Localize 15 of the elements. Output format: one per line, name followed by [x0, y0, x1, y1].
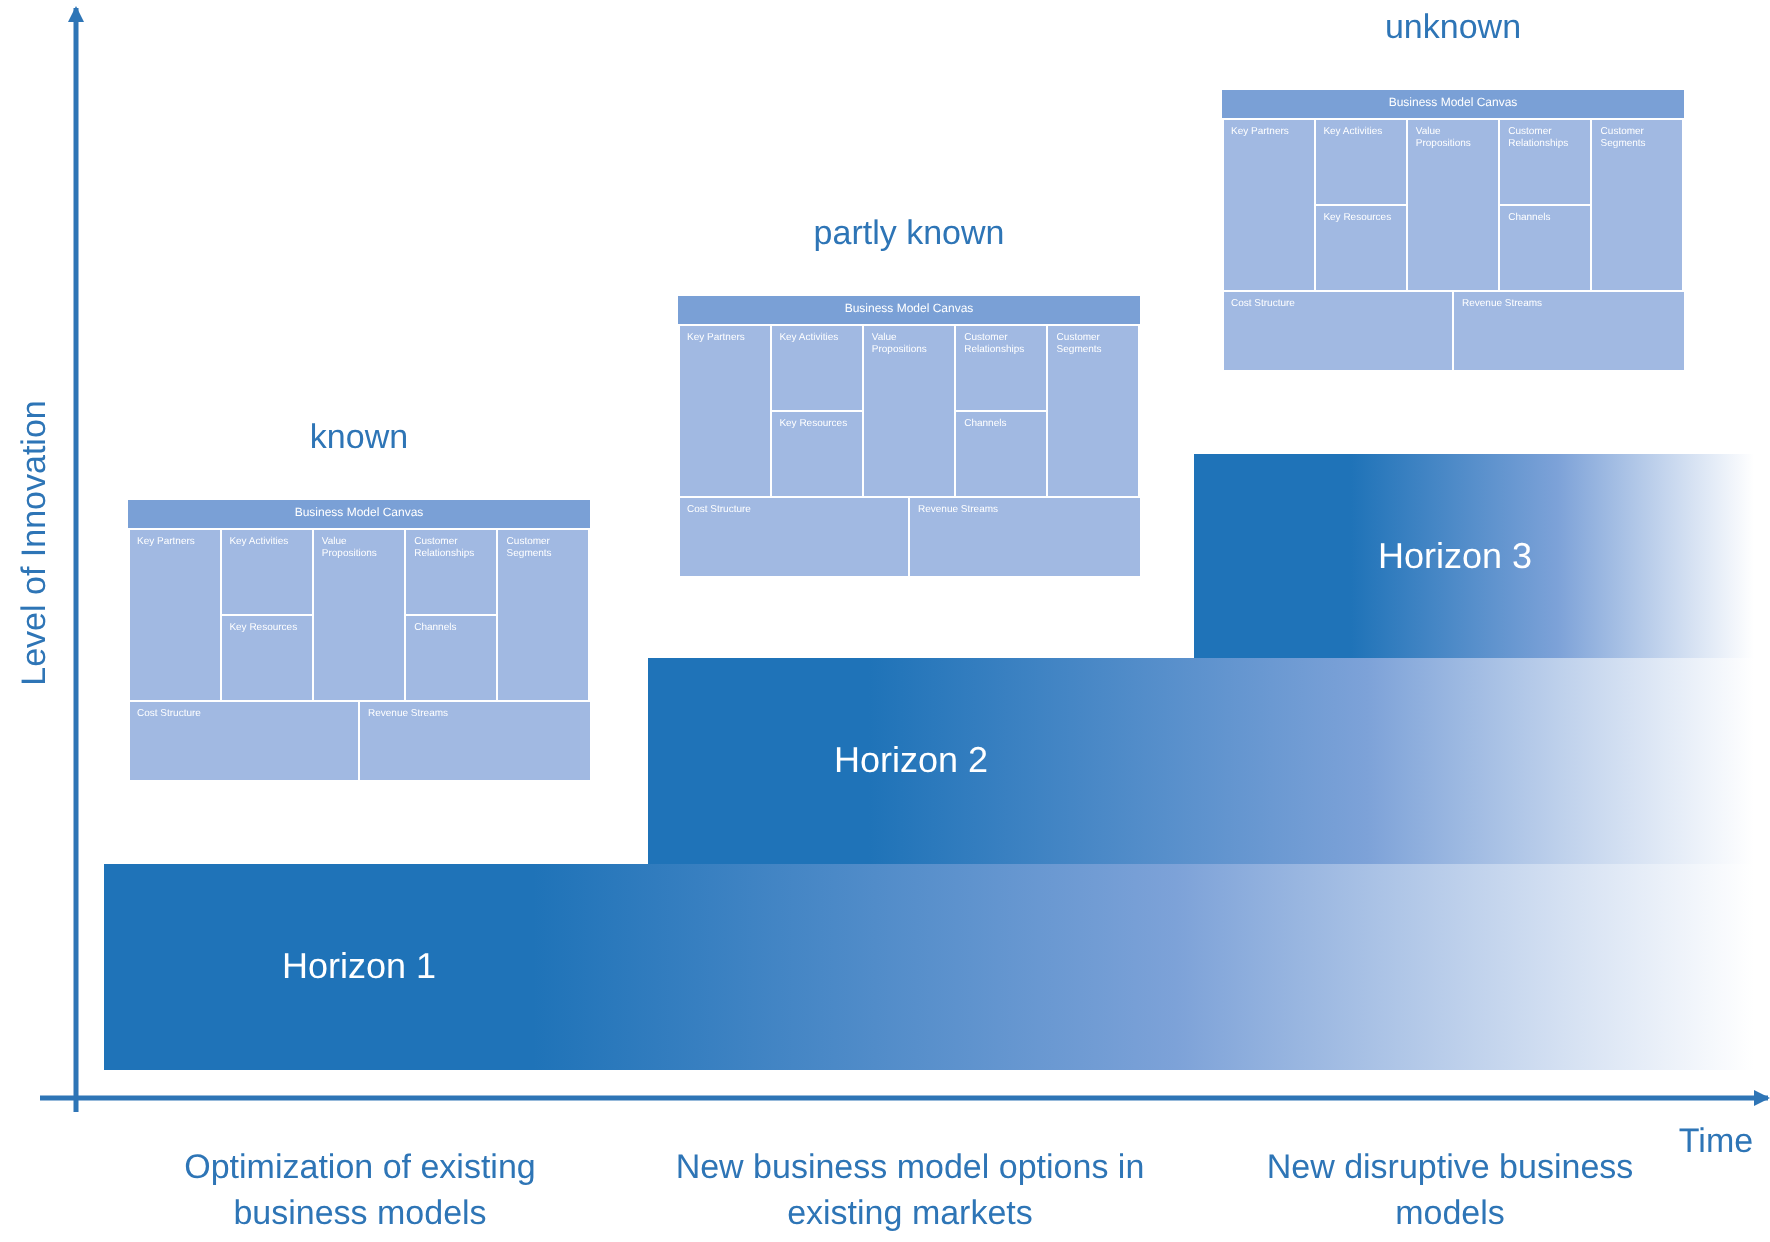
canvas-panel	[1222, 8, 1684, 368]
canvas-panel	[128, 418, 590, 778]
caption-text: New disruptive business models	[1264, 1146, 1636, 1236]
horizon-label: Horizon 1	[282, 946, 437, 988]
canvas-heading: known	[307, 418, 411, 458]
canvas-heading: partly known	[811, 214, 1007, 254]
caption-text: Optimization of existing business models	[182, 1146, 538, 1236]
canvas-heading: unknown	[1382, 8, 1524, 48]
horizon-label: Horizon 2	[834, 740, 989, 782]
caption-text: New business model options in existing markets	[673, 1146, 1147, 1236]
horizon-band	[1194, 454, 1754, 658]
canvas-panel	[678, 214, 1140, 574]
axis-title: Time	[1676, 1120, 1756, 1164]
horizon-label: Horizon 3	[1378, 535, 1533, 577]
axis-title: Level of Innovation	[13, 398, 55, 690]
